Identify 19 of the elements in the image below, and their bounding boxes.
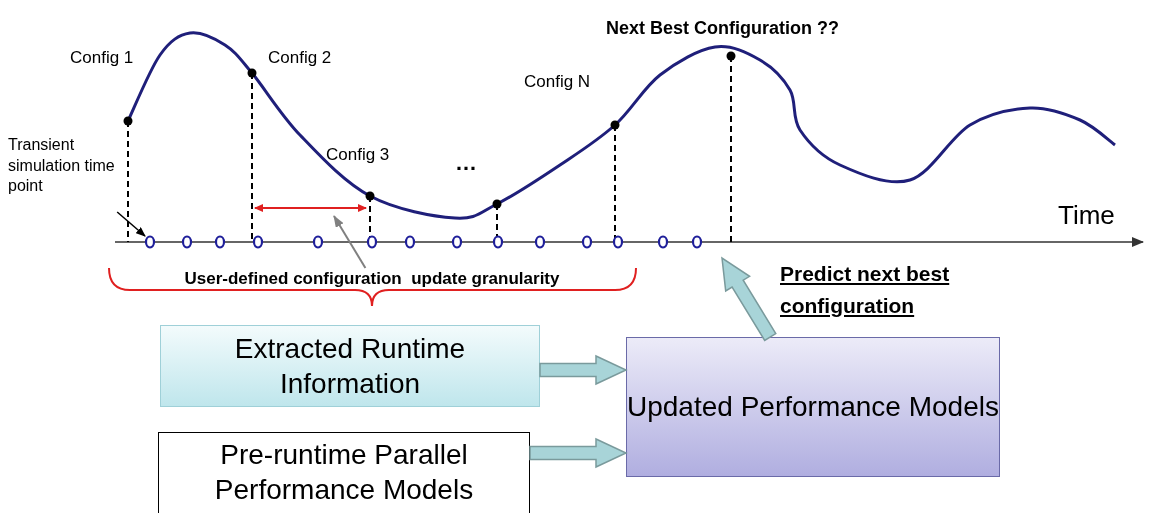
config-label: Config 3: [326, 145, 390, 165]
config-label: Config N: [524, 72, 591, 92]
model-box: Updated Performance Models: [626, 337, 1000, 477]
block-arrow: [539, 354, 628, 386]
model-box: Pre-runtime Parallel Performance Models: [158, 432, 530, 513]
edge-label: Predict next best configuration: [780, 261, 951, 319]
config-label: Config 2: [268, 48, 332, 68]
note-text: Transient simulation time point: [8, 120, 120, 212]
block-arrow: [529, 437, 628, 469]
time-point-marker: [144, 235, 156, 249]
config-label: Config 1: [70, 48, 134, 68]
ellipsis: …: [455, 150, 477, 176]
info-box: Extracted Runtime Information: [160, 325, 540, 407]
granularity-label: User-defined configuration update granularity: [182, 268, 562, 290]
block-arrow: [721, 256, 777, 342]
leader-line: [116, 211, 146, 237]
axis-label: Time: [1058, 200, 1115, 231]
heading-label: Next Best Configuration ??: [606, 18, 839, 39]
arrow: [333, 215, 367, 269]
